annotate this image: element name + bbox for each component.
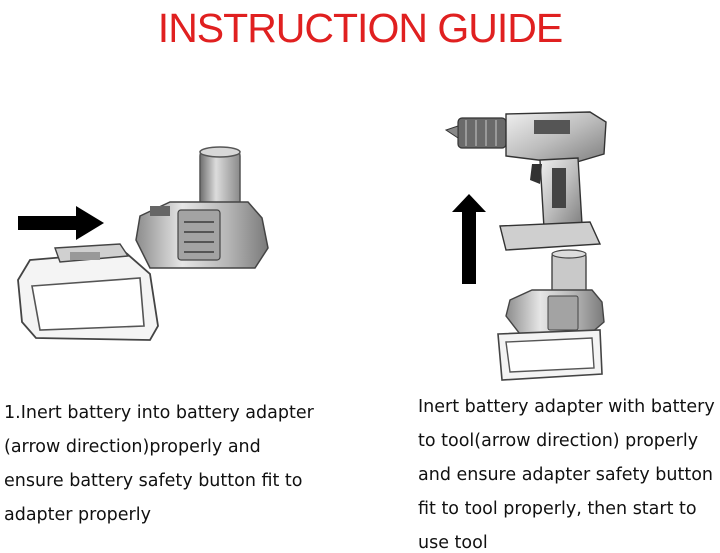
step2-illustration — [444, 111, 607, 381]
up-arrow-icon — [452, 194, 486, 284]
page-title: INSTRUCTION GUIDE — [157, 5, 563, 51]
step2-line-2: to tool(arrow direction) properly — [418, 431, 699, 451]
step2-line-1: Inert battery adapter with battery — [418, 397, 715, 417]
step1-line-2: (arrow direction)properly and — [4, 437, 261, 457]
step2-line-3: and ensure adapter safety button — [418, 465, 714, 485]
step1-line-1: 1.Inert battery into battery adapter — [4, 403, 314, 423]
step2-text: Inert battery adapter with battery to to… — [418, 390, 718, 553]
drill-image — [444, 111, 607, 251]
step2-line-4: fit to tool properly, then start to — [418, 499, 697, 519]
battery-pack-image — [17, 243, 159, 341]
right-arrow-icon — [18, 206, 104, 240]
step1-line-3: ensure battery safety button fit to — [4, 471, 303, 491]
step1-illustration — [17, 146, 269, 341]
step1-text: 1.Inert battery into battery adapter (ar… — [4, 396, 334, 532]
step2-line-5: use tool — [418, 533, 488, 553]
adapter-with-battery-image — [497, 249, 605, 381]
step1-line-4: adapter properly — [4, 505, 151, 525]
battery-adapter-image — [135, 146, 269, 269]
